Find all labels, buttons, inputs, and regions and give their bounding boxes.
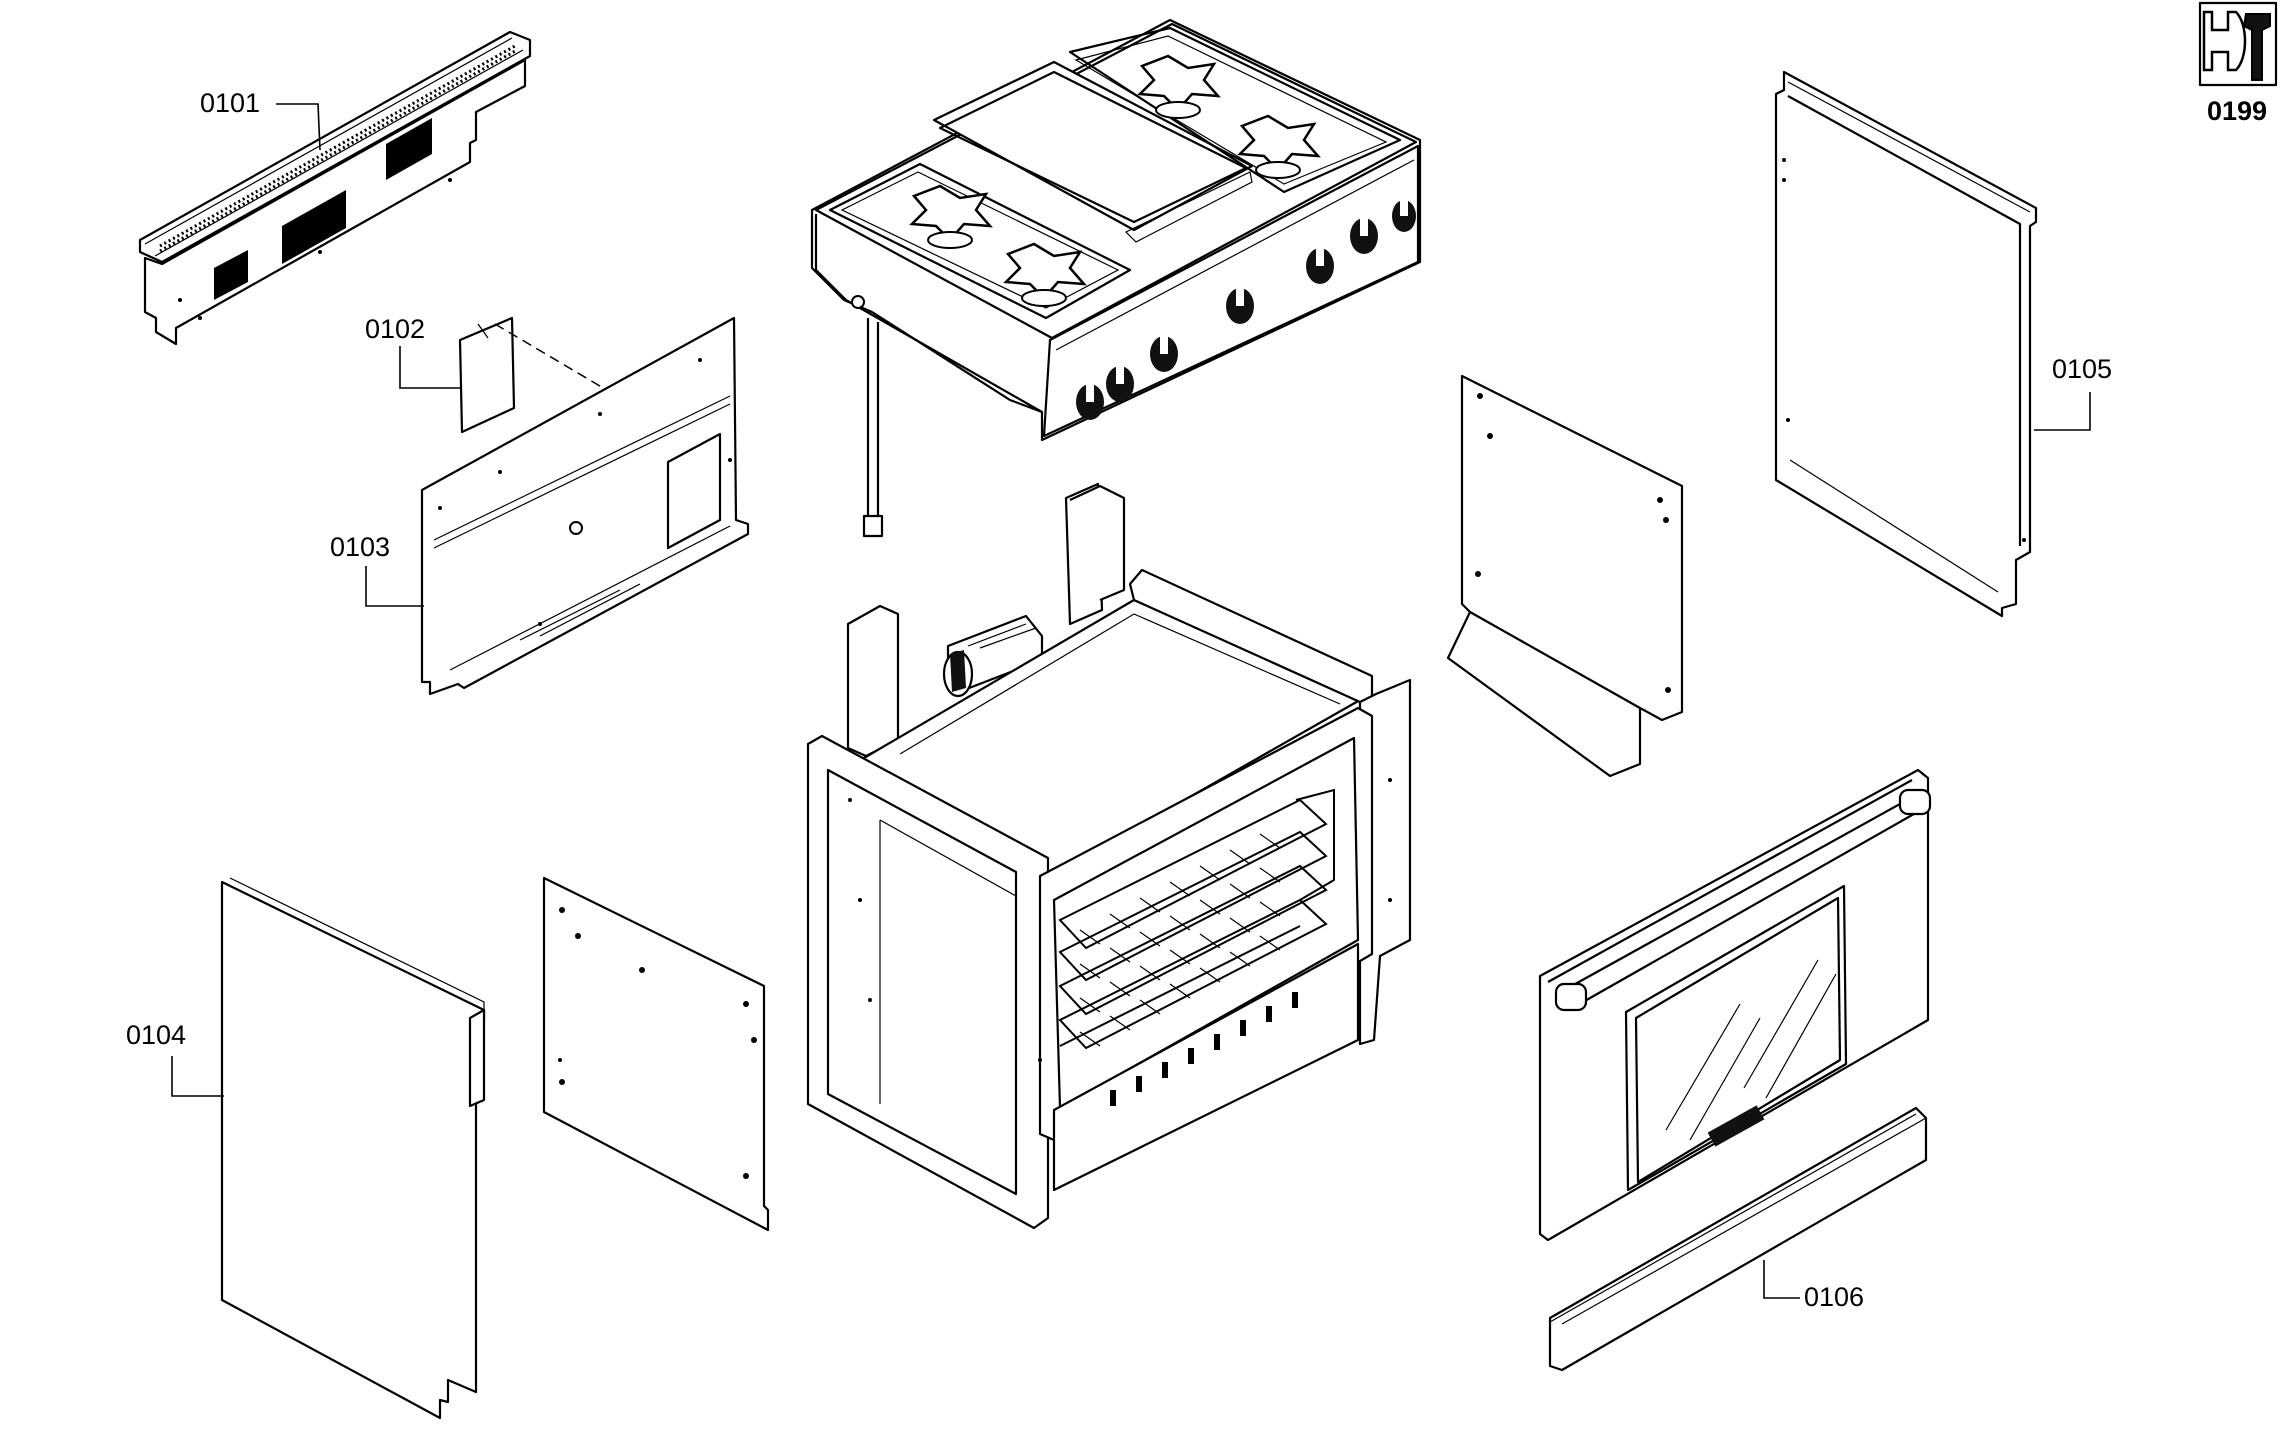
service-kit-icon-group[interactable]: 0199 <box>2198 1 2278 126</box>
leader-0104 <box>171 1056 224 1097</box>
burner-caps <box>909 54 1321 307</box>
leader-0101 <box>276 103 321 151</box>
part-0102-plate[interactable] <box>458 316 611 434</box>
leader-0102 <box>399 346 462 389</box>
vent-grille <box>214 118 432 300</box>
door-handle <box>1554 788 1932 1012</box>
control-knobs <box>1076 200 1416 420</box>
oven-cavity-assembly[interactable] <box>806 482 1412 1230</box>
oven-right-side-panel[interactable] <box>1446 374 1684 778</box>
part-0105-side-panel[interactable] <box>1774 70 2038 618</box>
leader-0103 <box>365 566 424 607</box>
part-label-0104: 0104 <box>126 1020 186 1050</box>
vent-slots <box>159 44 518 253</box>
cooktop-assembly[interactable] <box>810 18 1422 538</box>
wrench-icon <box>2198 1 2278 87</box>
leader-0105 <box>2034 392 2091 431</box>
leader-0106 <box>1763 1260 1800 1299</box>
oven-racks <box>1058 788 1335 1050</box>
part-label-0102: 0102 <box>365 314 425 344</box>
oven-inner-side-panel[interactable] <box>542 876 770 1232</box>
part-label-0199: 0199 <box>2207 96 2267 126</box>
part-0103-rear-panel[interactable] <box>420 316 750 696</box>
part-label-0103: 0103 <box>330 532 390 562</box>
part-0106-kickpanel[interactable] <box>1548 1106 1928 1372</box>
part-0104-side-panel[interactable] <box>220 877 486 1420</box>
oven-door[interactable] <box>1538 768 1932 1242</box>
part-label-0101: 0101 <box>200 88 260 118</box>
part-0101-backguard[interactable] <box>138 30 532 346</box>
part-label-0106: 0106 <box>1804 1282 1864 1312</box>
part-label-0105: 0105 <box>2052 354 2112 384</box>
